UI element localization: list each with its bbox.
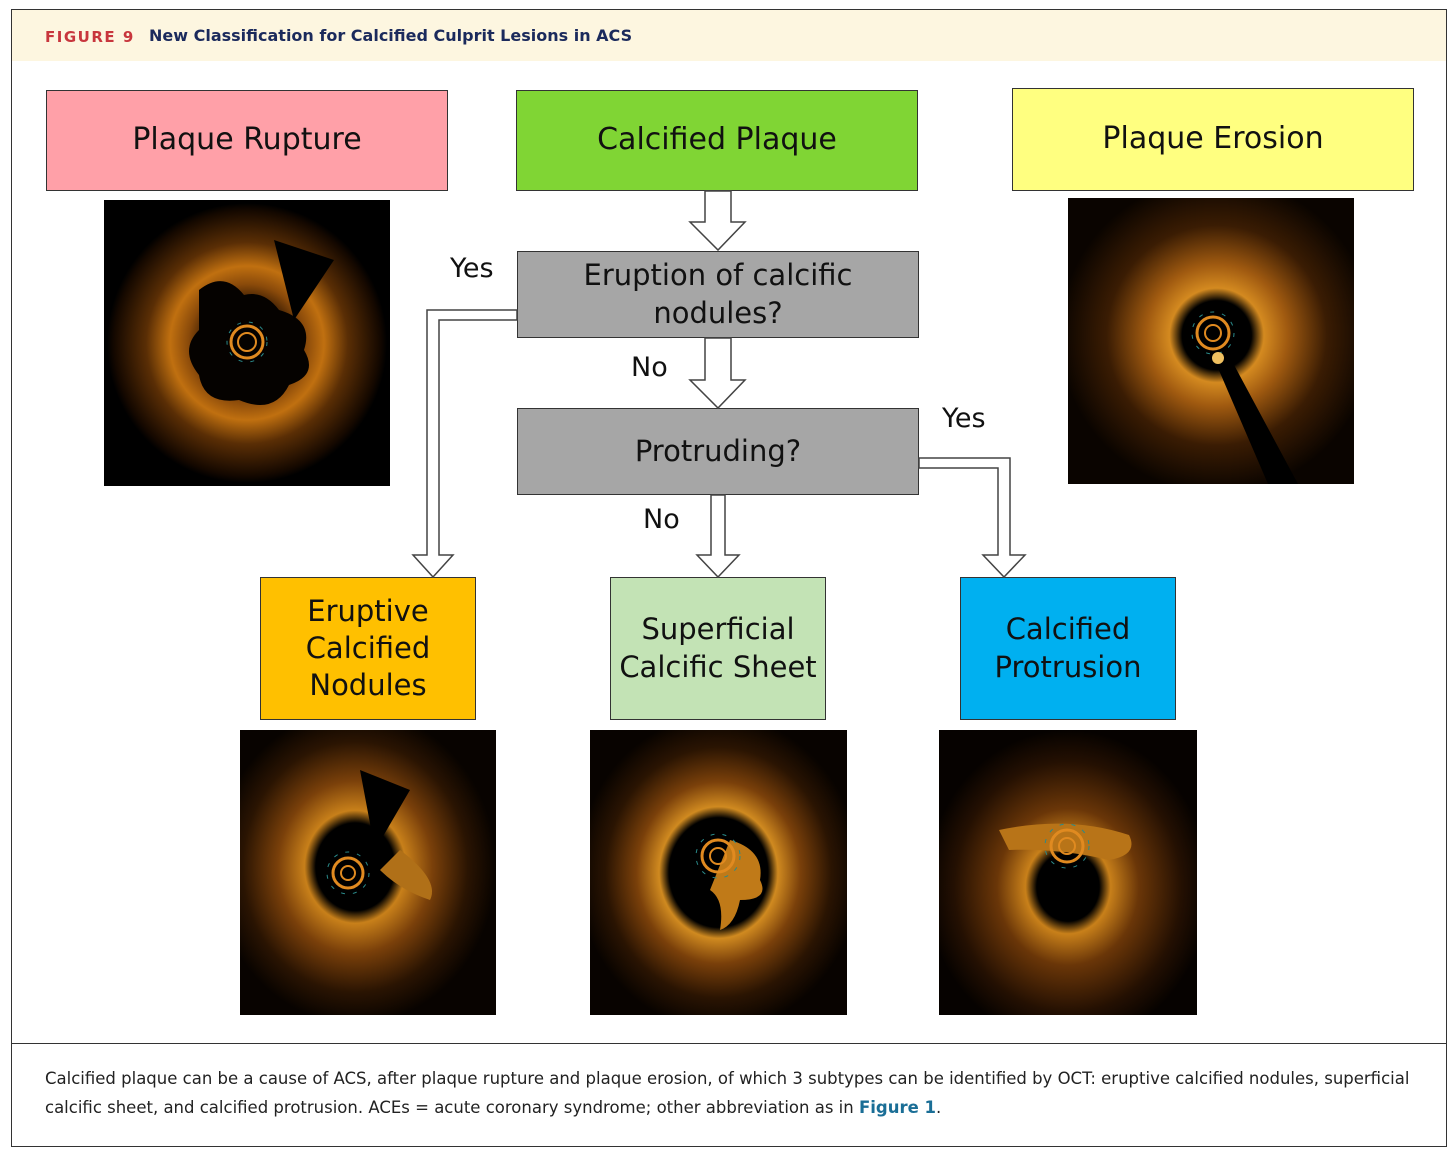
- eruption-no-label: No: [631, 352, 668, 383]
- plaque-erosion-box: Plaque Erosion: [1012, 88, 1414, 191]
- figure-title: New Classification for Calcified Culprit…: [149, 26, 633, 45]
- arrow-eruption-no: [688, 337, 747, 410]
- calcified-protrusion-box: Calcified Protrusion: [960, 577, 1176, 720]
- superficial-sheet-box: Superficial Calcific Sheet: [610, 577, 826, 720]
- caption-end: .: [936, 1098, 942, 1117]
- arrow-eruption-yes: [411, 309, 518, 579]
- caption-text: Calcified plaque can be a cause of ACS, …: [45, 1069, 1410, 1117]
- eruption-yes-label: Yes: [450, 253, 494, 284]
- arrow-protruding-no: [695, 494, 741, 579]
- oct-image-plaque-erosion: [1068, 198, 1354, 484]
- oct-image-superficial-sheet: [590, 730, 847, 1015]
- protruding-question-box: Protruding?: [517, 408, 919, 495]
- oct-image-calcified-protrusion: [939, 730, 1197, 1015]
- figure-header: [12, 10, 1446, 61]
- oct-image-plaque-rupture: [104, 200, 390, 486]
- arrow-plaque-to-eruption: [688, 190, 747, 252]
- protruding-yes-label: Yes: [942, 403, 986, 434]
- oct-image-eruptive-nodules: [240, 730, 496, 1015]
- protruding-no-label: No: [643, 504, 680, 535]
- figure-1-link[interactable]: Figure 1: [858, 1098, 937, 1117]
- eruption-question-box: Eruption of calcific nodules?: [517, 251, 919, 338]
- calcified-plaque-box: Calcified Plaque: [516, 90, 918, 191]
- caption-separator: [12, 1043, 1446, 1044]
- arrow-protruding-yes: [918, 457, 1027, 579]
- eruptive-nodules-box: Eruptive Calcified Nodules: [260, 577, 476, 720]
- figure-label: FIGURE 9: [45, 28, 135, 46]
- plaque-rupture-box: Plaque Rupture: [46, 90, 448, 191]
- figure-frame: [11, 9, 1447, 1147]
- figure-caption: Calcified plaque can be a cause of ACS, …: [45, 1064, 1415, 1122]
